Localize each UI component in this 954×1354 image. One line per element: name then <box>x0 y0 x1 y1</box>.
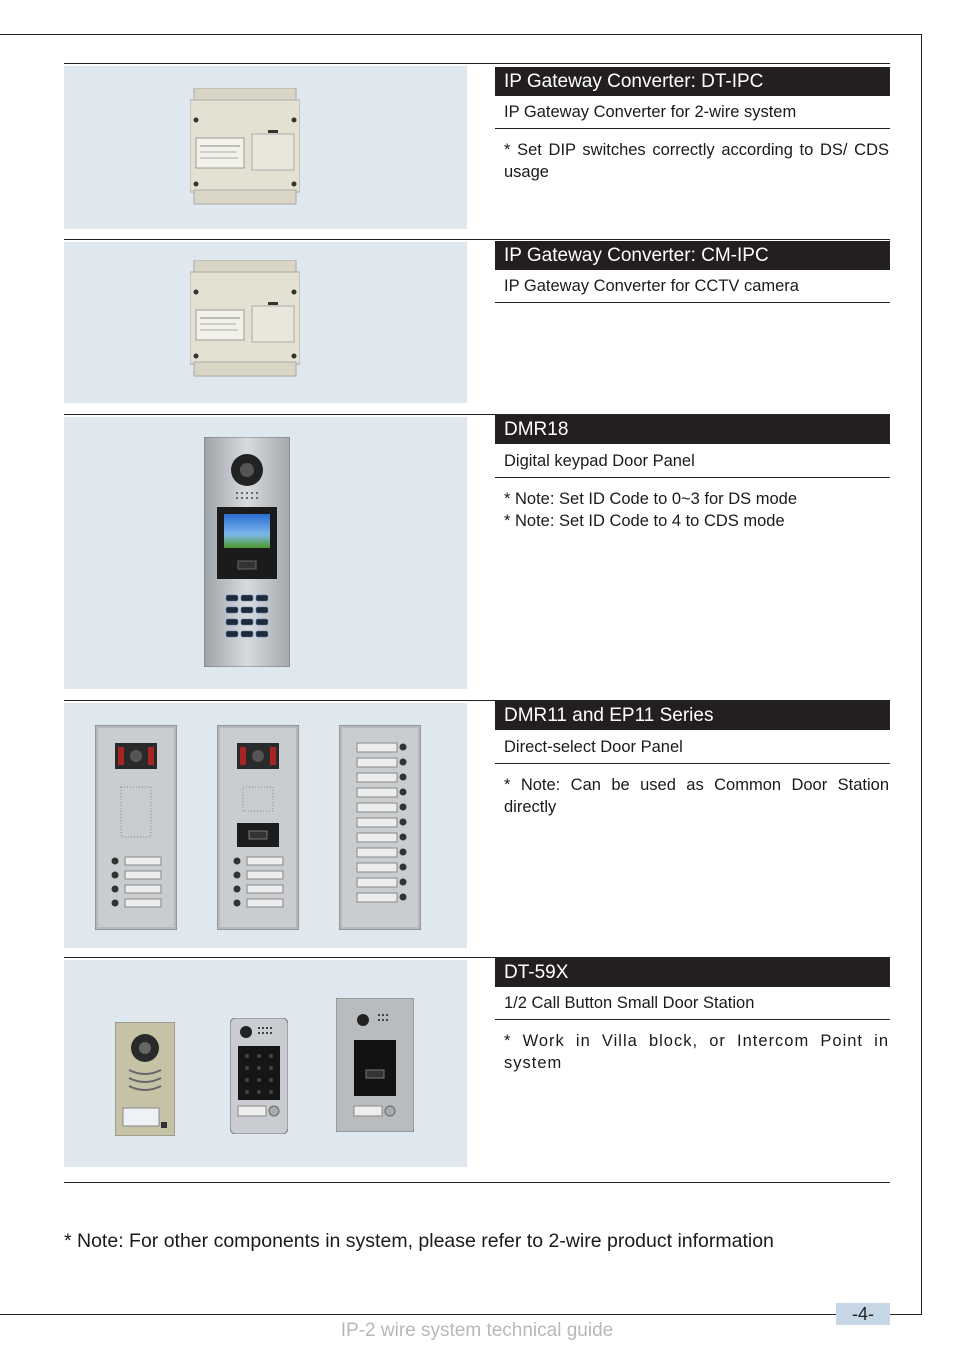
product-image-dt-59x <box>64 960 467 1167</box>
page-number: -4- <box>836 1303 890 1325</box>
note-line: * Note: Set ID Code to 0~3 for DS mode <box>504 490 798 508</box>
product-note: * Work in Villa block, or Intercom Point… <box>504 1030 889 1074</box>
gateway-module-image <box>190 88 300 205</box>
keypad-door-panel-image <box>204 437 290 667</box>
expansion-panel-image <box>339 725 421 930</box>
note-line: * Work in Villa block, or Intercom Point… <box>504 1032 889 1072</box>
product-note: * Note: Can be used as Common Door Stati… <box>504 774 889 818</box>
section-divider <box>64 63 890 64</box>
note-line: * Set DIP switches correctly according t… <box>504 141 889 181</box>
product-title: DT-59X <box>495 958 890 987</box>
product-note: * Note: Set ID Code to 0~3 for DS mode *… <box>504 488 889 532</box>
note-line: * Note: Set ID Code to 4 to CDS mode <box>504 512 785 530</box>
product-image-dmr11-ep11 <box>64 703 467 948</box>
direct-select-panel-image <box>95 725 177 930</box>
card-door-station-image <box>336 998 414 1132</box>
product-subtitle: 1/2 Call Button Small Door Station <box>495 987 890 1020</box>
product-image-dt-ipc <box>64 66 467 229</box>
direct-select-panel-card-image <box>217 725 299 930</box>
footer-note: * Note: For other components in system, … <box>64 1230 774 1252</box>
small-door-station-image <box>115 1022 175 1136</box>
section-divider <box>64 700 890 701</box>
product-image-cm-ipc <box>64 242 467 403</box>
section-divider <box>64 957 890 958</box>
product-title: DMR11 and EP11 Series <box>495 701 890 730</box>
keypad-door-station-image <box>230 1018 288 1134</box>
gateway-module-image <box>190 260 300 377</box>
product-title: IP Gateway Converter: CM-IPC <box>495 241 890 270</box>
product-image-dmr18 <box>64 417 467 689</box>
product-subtitle: Digital keypad Door Panel <box>495 445 890 478</box>
product-subtitle: IP Gateway Converter for CCTV camera <box>495 270 890 303</box>
product-subtitle: Direct-select Door Panel <box>495 731 890 764</box>
page-frame-right <box>921 34 922 1315</box>
section-divider <box>64 239 890 240</box>
product-subtitle: IP Gateway Converter for 2-wire system <box>495 96 890 129</box>
footer-divider <box>64 1182 890 1183</box>
product-title: IP Gateway Converter: DT-IPC <box>495 67 890 96</box>
note-line: * Note: Can be used as Common Door Stati… <box>504 776 889 816</box>
product-note: * Set DIP switches correctly according t… <box>504 139 889 183</box>
document-footer: IP-2 wire system technical guide <box>340 1320 614 1341</box>
product-title: DMR18 <box>495 415 890 444</box>
section-divider <box>64 414 890 415</box>
page-frame-bottom <box>0 1314 922 1315</box>
page-frame-top <box>0 34 922 35</box>
